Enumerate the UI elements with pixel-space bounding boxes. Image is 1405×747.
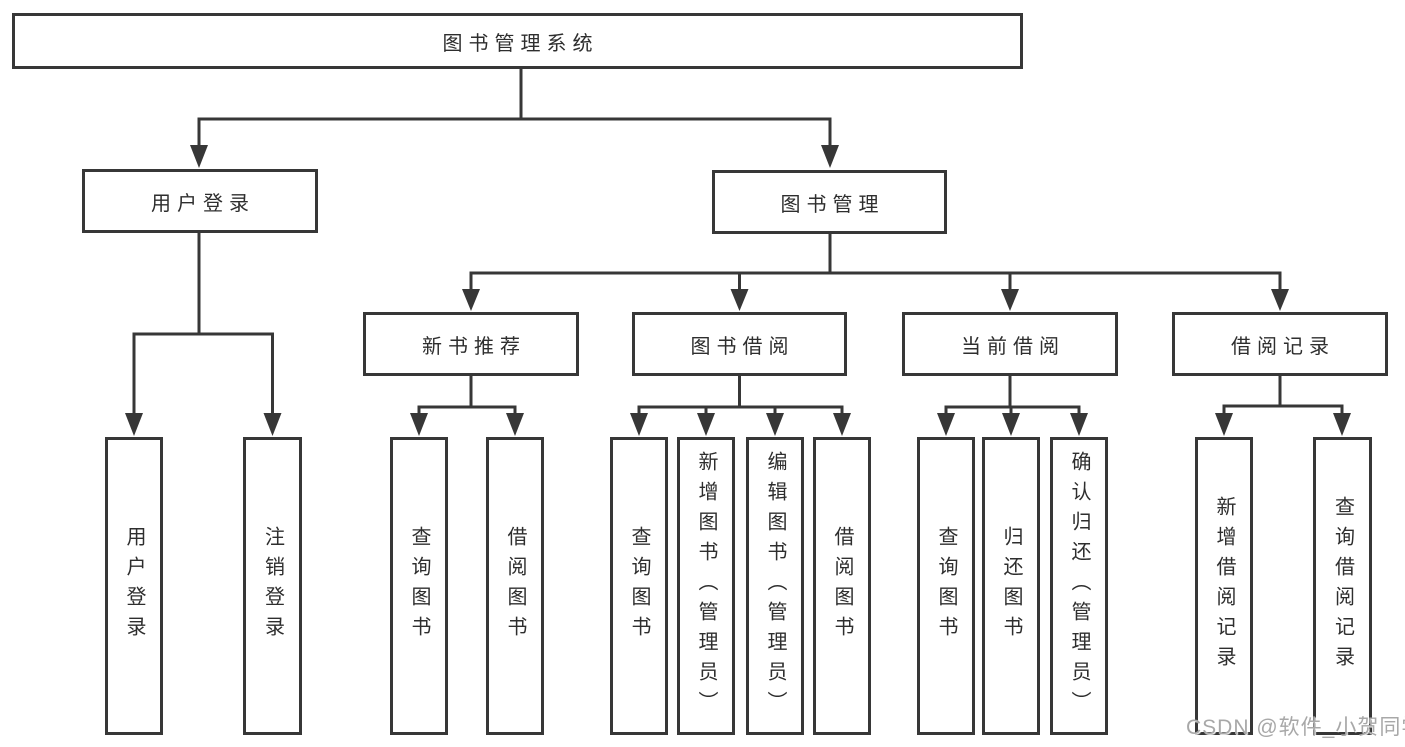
leaf-records-query: 查询借阅记录 <box>1313 437 1372 735</box>
leaf-newbooks-borrow-label: 借阅图书 <box>504 526 526 646</box>
node-book-management: 图书管理 <box>712 170 947 234</box>
leaf-newbooks-query: 查询图书 <box>390 437 448 735</box>
node-book-borrow: 图书借阅 <box>632 312 847 376</box>
leaf-user-login: 用户登录 <box>105 437 163 735</box>
node-borrow-records-label: 借阅记录 <box>1231 335 1335 358</box>
leaf-borrow-edit-book: 编辑图书（管理员） <box>746 437 804 735</box>
node-user-login: 用户登录 <box>82 169 318 233</box>
leaf-current-return: 归还图书 <box>982 437 1040 735</box>
leaf-records-add-label: 新增借阅记录 <box>1213 496 1235 676</box>
leaf-borrow-query: 查询图书 <box>610 437 668 735</box>
leaf-borrow-borrow-book-label: 借阅图书 <box>831 526 853 646</box>
node-current-borrow: 当前借阅 <box>902 312 1118 376</box>
leaf-borrow-query-label: 查询图书 <box>628 526 650 646</box>
leaf-borrow-edit-book-label: 编辑图书（管理员） <box>764 451 786 721</box>
node-book-management-label: 图书管理 <box>780 193 885 216</box>
node-root: 图书管理系统 <box>12 13 1023 69</box>
leaf-user-login-label: 用户登录 <box>123 526 145 646</box>
leaf-newbooks-borrow: 借阅图书 <box>486 437 544 735</box>
leaf-newbooks-query-label: 查询图书 <box>408 526 430 646</box>
leaf-borrow-add-book-label: 新增图书（管理员） <box>695 451 717 721</box>
node-root-label: 图书管理系统 <box>442 32 599 55</box>
leaf-records-query-label: 查询借阅记录 <box>1331 496 1354 676</box>
leaf-logout: 注销登录 <box>243 437 302 735</box>
leaf-borrow-add-book: 新增图书（管理员） <box>677 437 735 735</box>
node-user-login-label: 用户登录 <box>151 192 255 215</box>
node-borrow-records: 借阅记录 <box>1172 312 1388 376</box>
leaf-current-return-label: 归还图书 <box>1000 526 1022 646</box>
leaf-current-confirm-return: 确认归还（管理员） <box>1050 437 1108 735</box>
leaf-current-confirm-return-label: 确认归还（管理员） <box>1068 451 1090 721</box>
leaf-current-query: 查询图书 <box>917 437 975 735</box>
arrowheads <box>125 145 1351 436</box>
node-new-book-recommend-label: 新书推荐 <box>422 335 526 358</box>
leaf-current-query-label: 查询图书 <box>935 526 957 646</box>
csdn-watermark: CSDN @软件_小贺同学 <box>1186 716 1405 739</box>
leaf-borrow-borrow-book: 借阅图书 <box>813 437 871 735</box>
leaf-records-add: 新增借阅记录 <box>1195 437 1253 735</box>
node-current-borrow-label: 当前借阅 <box>961 335 1065 358</box>
leaf-logout-label: 注销登录 <box>261 526 284 646</box>
node-book-borrow-label: 图书借阅 <box>690 335 795 358</box>
node-new-book-recommend: 新书推荐 <box>363 312 579 376</box>
